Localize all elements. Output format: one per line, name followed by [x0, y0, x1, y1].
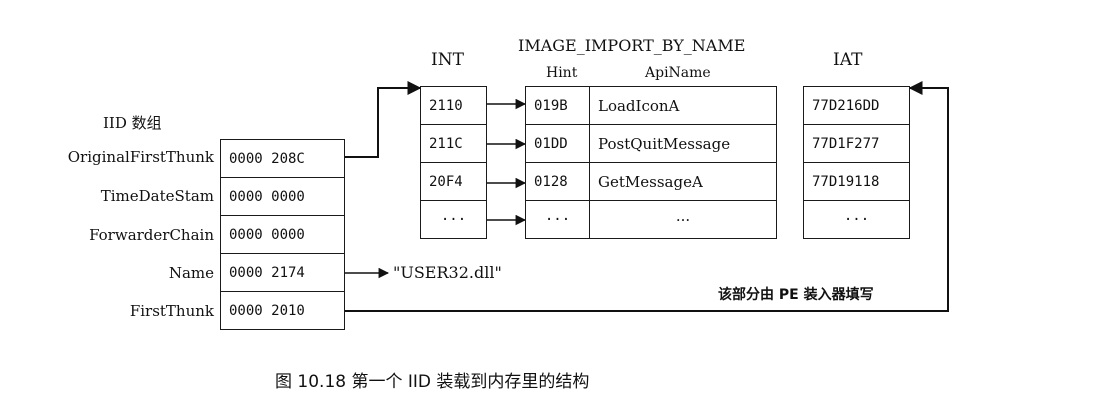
int-entry: 211C: [420, 124, 487, 163]
figure-caption: 图 10.18 第一个 IID 装载到内存里的结构: [275, 372, 590, 392]
loader-note: 该部分由 PE 装入器填写: [718, 287, 874, 303]
apiname-cell: LoadIconA: [589, 86, 777, 125]
iid-field-value: 0000 208C: [220, 139, 345, 178]
hint-cell: 019B: [525, 86, 590, 125]
int-entry: 20F4: [420, 162, 487, 201]
hint-cell: ···: [525, 200, 590, 239]
hint-cell: 01DD: [525, 124, 590, 163]
apiname-cell: ···: [589, 200, 777, 239]
iat-entry: 77D216DD: [803, 86, 910, 125]
hint-column-header: Hint: [546, 65, 578, 81]
iat-entry: ···: [803, 200, 910, 239]
dll-name-label: "USER32.dll": [393, 263, 502, 282]
int-entry: 2110: [420, 86, 487, 125]
iid-field-label: FirstThunk: [129, 302, 214, 320]
iid-field-label: Name: [168, 264, 214, 282]
apiname-cell: GetMessageA: [589, 162, 777, 201]
iid-field-label: OriginalFirstThunk: [67, 148, 214, 166]
iat-title: IAT: [833, 50, 863, 70]
int-title: INT: [431, 50, 464, 70]
hint-cell: 0128: [525, 162, 590, 201]
import-by-name-title: IMAGE_IMPORT_BY_NAME: [518, 36, 746, 55]
apiname-cell: PostQuitMessage: [589, 124, 777, 163]
iid-field-label: ForwarderChain: [89, 226, 214, 244]
iid-field-label: TimeDateStam: [100, 187, 214, 205]
iid-array-title: IID 数组: [103, 114, 162, 132]
iat-entry: 77D1F277: [803, 124, 910, 163]
iat-entry: 77D19118: [803, 162, 910, 201]
arrow-firstthunk-to-iat: [345, 81, 949, 312]
iid-field-value: 0000 0000: [220, 177, 345, 216]
iid-field-value: 0000 0000: [220, 215, 345, 254]
apiname-column-header: ApiName: [645, 65, 711, 81]
iid-field-value: 0000 2010: [220, 291, 345, 330]
iid-field-value: 0000 2174: [220, 253, 345, 292]
int-entry: ···: [420, 200, 487, 239]
arrow-oft-to-int: [345, 81, 422, 158]
